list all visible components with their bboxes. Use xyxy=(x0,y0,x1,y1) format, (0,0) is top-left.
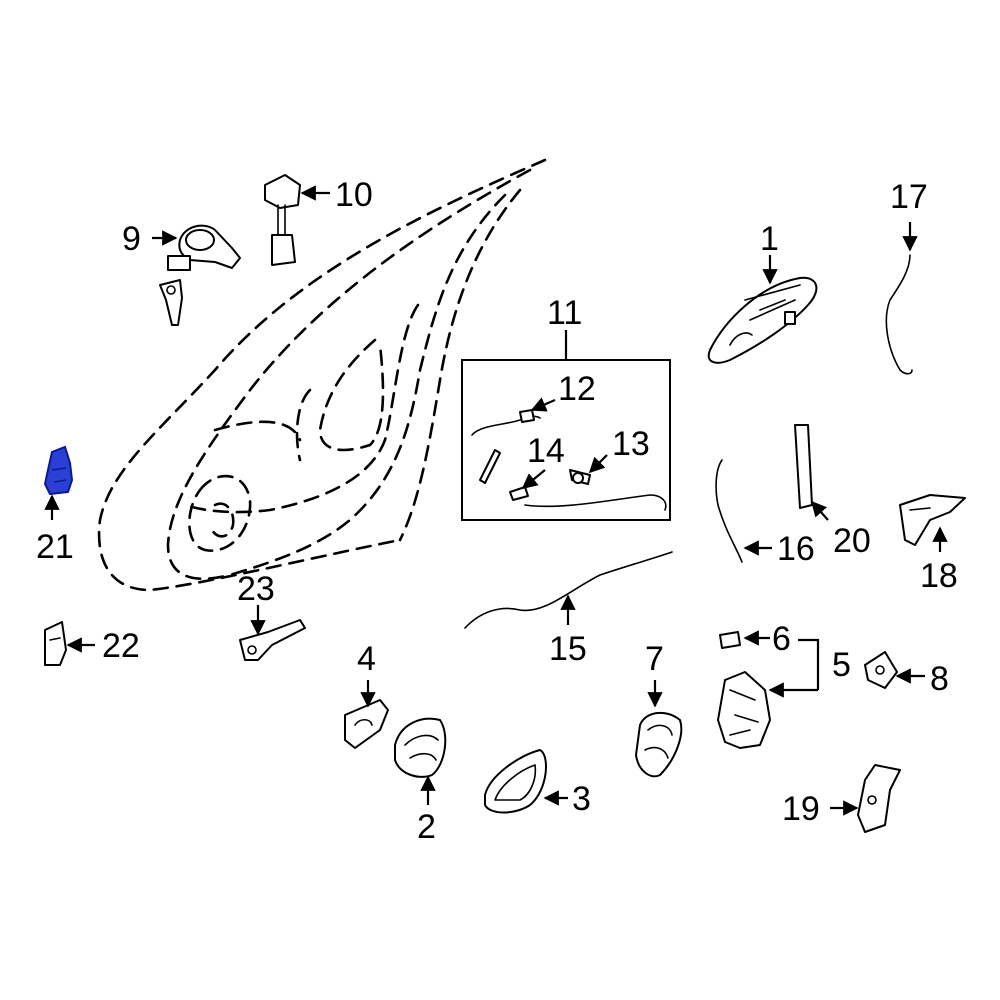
part-17-lock-knob-rod[interactable] xyxy=(885,254,913,375)
callout-16: 16 xyxy=(777,530,815,568)
part-4-handle-cover[interactable] xyxy=(344,699,389,749)
callout-17: 17 xyxy=(890,178,928,216)
part-21-highlighted-bracket[interactable] xyxy=(43,445,74,496)
callout-13: 13 xyxy=(612,425,650,463)
callout-5: 5 xyxy=(832,646,851,684)
callout-8: 8 xyxy=(930,660,949,698)
part-14-bushing[interactable] xyxy=(509,486,529,501)
part-11-rod-kit-box xyxy=(461,330,671,521)
part-1-outside-door-handle[interactable] xyxy=(707,276,818,364)
callout-23: 23 xyxy=(237,570,275,608)
part-22-hinge-bracket[interactable] xyxy=(44,621,67,666)
leaders xyxy=(44,185,948,816)
callout-7: 7 xyxy=(645,640,664,678)
callout-10: 10 xyxy=(335,176,373,214)
part-19-door-hinge[interactable] xyxy=(857,764,901,833)
part-23-door-check[interactable] xyxy=(239,619,306,661)
callout-9: 9 xyxy=(122,220,141,258)
callout-12: 12 xyxy=(558,370,596,408)
callout-20: 20 xyxy=(833,522,871,560)
callout-labels: 1 2 3 4 5 6 7 8 9 10 11 12 13 14 15 16 1… xyxy=(36,176,958,846)
part-5-door-lock-actuator[interactable] xyxy=(717,671,771,749)
part-13-bolt[interactable] xyxy=(569,469,591,485)
callout-11: 11 xyxy=(547,294,582,332)
part-10-lock-bracket[interactable] xyxy=(264,174,301,266)
callout-15: 15 xyxy=(549,630,587,668)
callout-18: 18 xyxy=(920,557,958,595)
part-16-release-rod[interactable] xyxy=(715,459,743,563)
callout-4: 4 xyxy=(357,640,376,678)
door-outline xyxy=(97,158,547,592)
callout-6: 6 xyxy=(772,620,791,658)
part-9-lock-cylinder[interactable] xyxy=(159,224,241,326)
callout-21: 21 xyxy=(36,528,74,566)
callout-14: 14 xyxy=(527,432,565,470)
part-18-bracket[interactable] xyxy=(899,494,966,546)
callout-1: 1 xyxy=(760,220,779,258)
part-12-rod-clip[interactable] xyxy=(519,409,535,423)
part-6-clip[interactable] xyxy=(719,631,741,649)
callout-2: 2 xyxy=(417,808,436,846)
part-7-latch-cover[interactable] xyxy=(635,711,683,778)
part-8-striker[interactable] xyxy=(864,651,898,689)
part-20-run-channel[interactable] xyxy=(794,424,813,509)
callout-19: 19 xyxy=(782,790,820,828)
callout-22: 22 xyxy=(102,627,140,665)
part-3-handle-bezel[interactable] xyxy=(484,749,547,814)
part-2-inside-door-handle[interactable] xyxy=(394,717,447,778)
callout-3: 3 xyxy=(572,780,591,818)
